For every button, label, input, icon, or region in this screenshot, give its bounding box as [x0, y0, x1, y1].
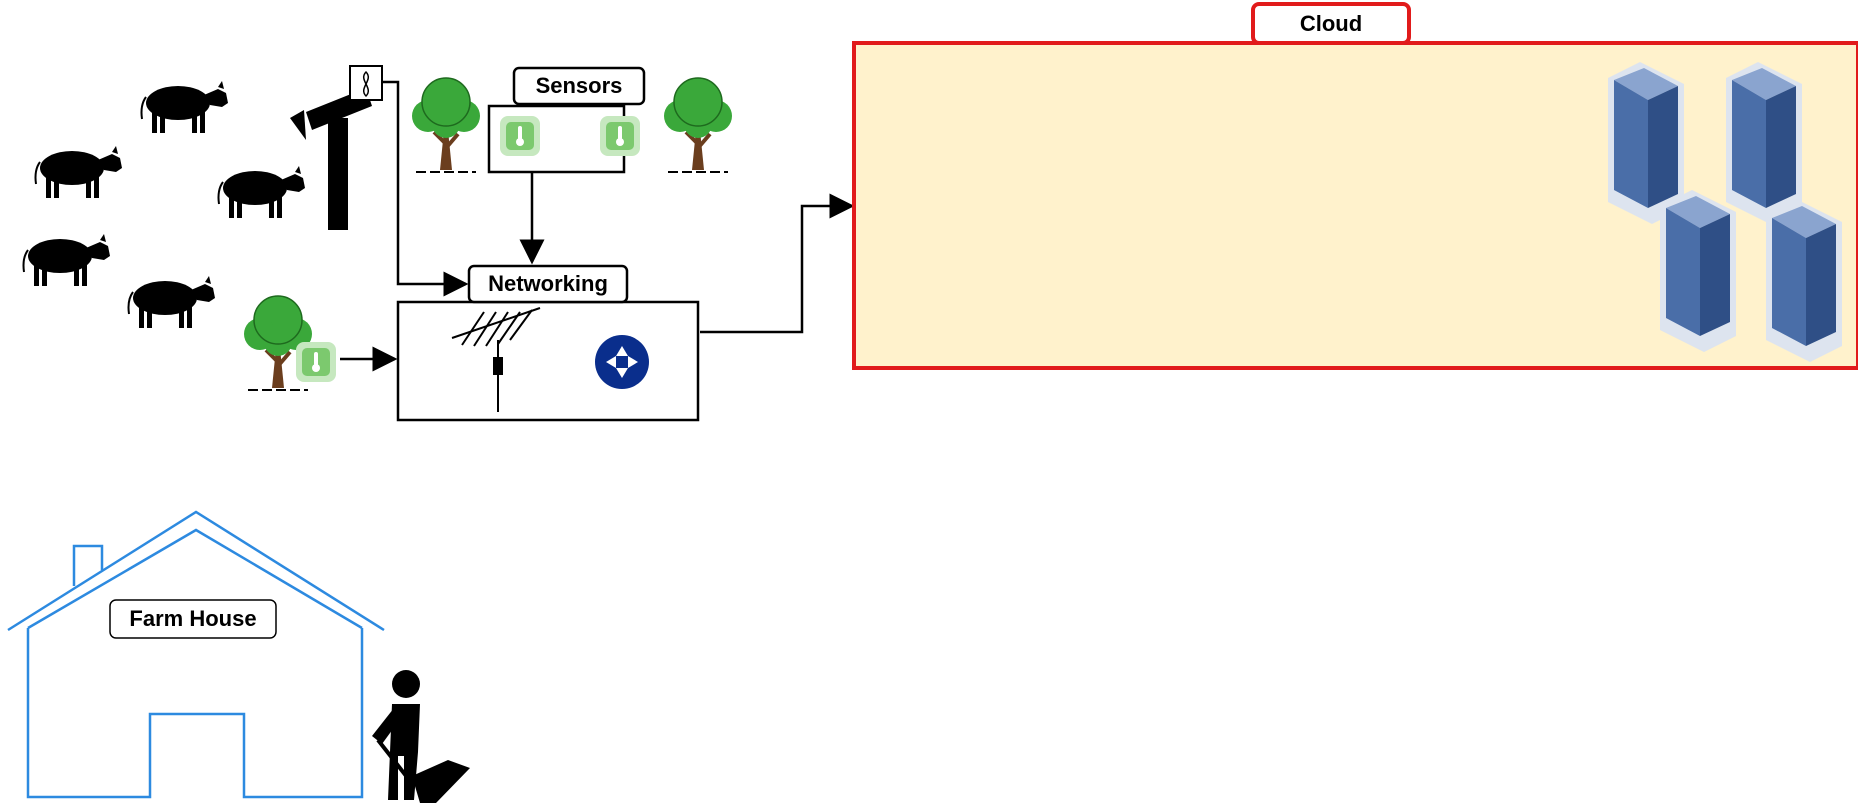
cloud-group: Cloud — [852, 2, 1858, 370]
sensors-label: Sensors — [536, 73, 623, 98]
connectors — [340, 80, 855, 372]
cow-icon — [127, 275, 216, 329]
farmer-icon — [372, 670, 470, 803]
server-rack-icon — [1766, 200, 1842, 362]
temperature-sensor-icon — [296, 342, 336, 382]
camera-pole-icon — [290, 65, 383, 230]
server-rack-icon — [1608, 62, 1684, 224]
temperature-sensor-icon — [600, 116, 640, 156]
networking-group: Networking — [396, 264, 700, 422]
antenna-icon — [451, 307, 541, 412]
networking-label: Networking — [488, 271, 608, 296]
cow-icon — [217, 165, 306, 219]
temperature-sensor-icon — [500, 116, 540, 156]
router-icon — [595, 335, 649, 389]
house-icon — [7, 510, 385, 799]
cloud-label: Cloud — [1300, 11, 1362, 36]
cow-icon — [34, 145, 123, 199]
farm-house-label-box: Farm House — [109, 599, 277, 639]
farm-house-label: Farm House — [129, 606, 256, 631]
cow-icon — [140, 80, 229, 134]
tree-icon — [662, 76, 734, 174]
server-rack-icon — [1660, 190, 1736, 352]
cow-icon — [22, 233, 111, 287]
tree-icon — [410, 76, 482, 174]
cow-herd — [22, 80, 306, 329]
sensors-group: Sensors — [487, 66, 646, 174]
server-rack-icon — [1726, 62, 1802, 224]
